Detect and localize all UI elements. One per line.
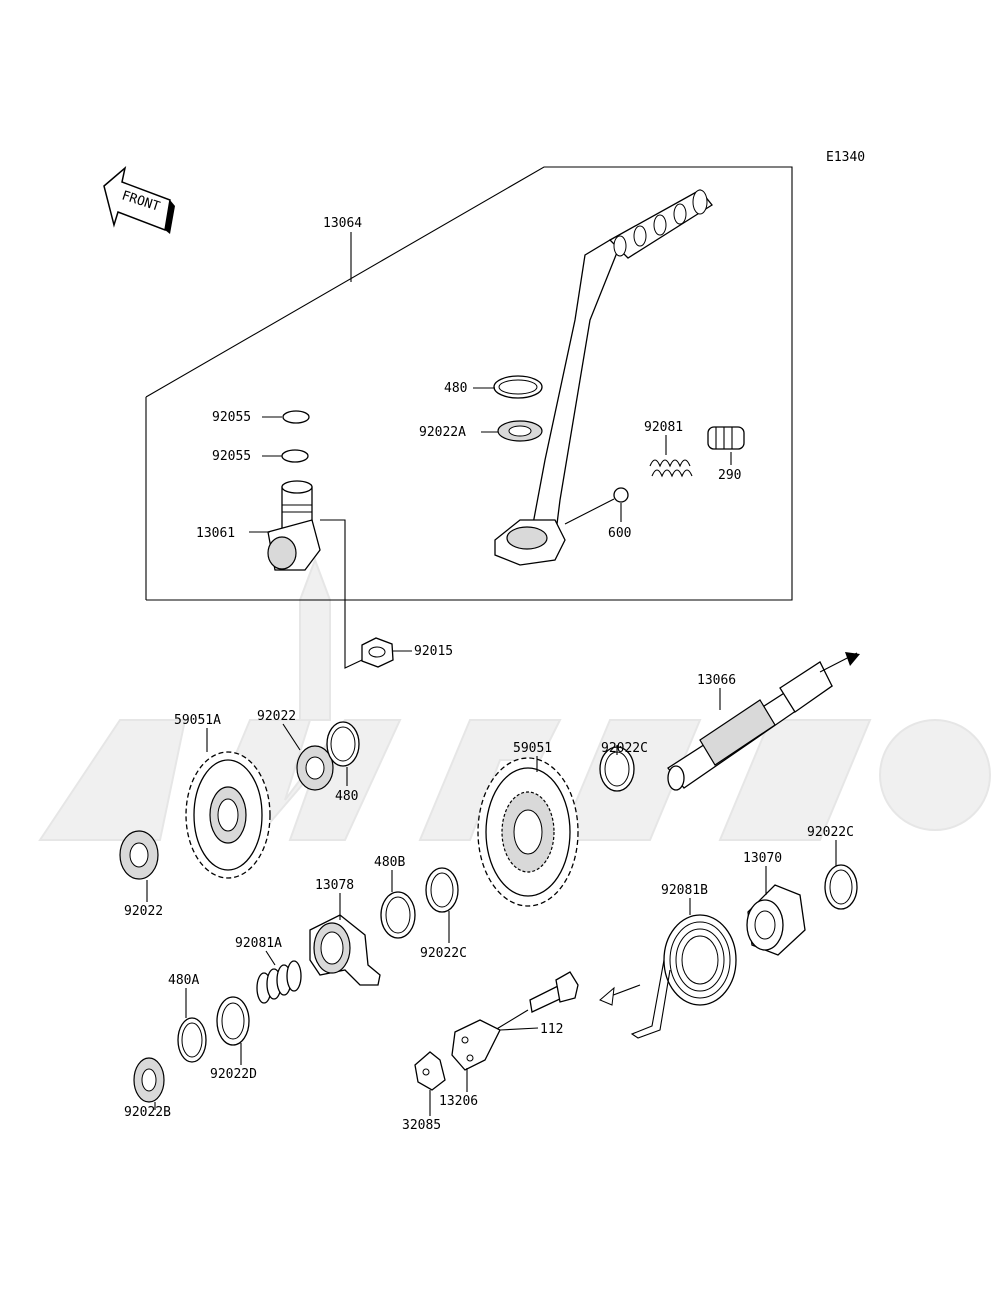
label-13206: 13206 [439,1094,478,1109]
label-92055-a: 92055 [212,410,251,425]
label-92022c-a: 92022C [601,741,648,756]
label-92081b: 92081B [661,883,708,898]
label-92022-top: 92022 [257,709,296,724]
label-480-top: 480 [444,381,467,396]
label-600: 600 [608,526,631,541]
gear-59051a-part [185,751,271,879]
label-59051: 59051 [513,741,552,756]
kick-pedal-part [494,189,713,566]
label-32085: 32085 [402,1118,441,1133]
label-92022-low: 92022 [124,904,163,919]
label-92081a: 92081A [235,936,282,951]
part-labels: 13064 480 92022A 92055 92055 92081 290 1… [124,216,854,1133]
label-92015: 92015 [414,644,453,659]
o-ring-92055-b [281,449,309,463]
boss-13061-part [267,480,321,571]
label-13061: 13061 [196,526,235,541]
leader-lines [146,232,837,1116]
label-13078: 13078 [315,878,354,893]
label-92055-b: 92055 [212,449,251,464]
label-92022d: 92022D [210,1067,257,1082]
o-ring-92055-a [282,410,310,424]
shaft-13066-part [667,652,860,791]
diagram-code: E1340 [826,150,865,165]
spring-92081-part [649,459,693,478]
spring-92081b-part [599,914,737,1039]
ratchet-13078-part [309,914,381,986]
ball-600-part [613,487,629,503]
front-arrow-icon: FRONT [103,165,175,234]
label-92022a: 92022A [419,425,466,440]
spring-92081a-part [256,960,302,1004]
bolt-112-part [529,971,579,1013]
label-290: 290 [718,468,741,483]
label-13064: 13064 [323,216,362,231]
gear-59051-part [477,757,579,907]
plunger-290-part [707,426,745,450]
label-92022c-b: 92022C [807,825,854,840]
label-92081: 92081 [644,420,683,435]
nut-92015-part [361,637,394,668]
guide-32085-part [414,1051,446,1091]
assembly-frame [145,166,793,601]
label-92022c-c: 92022C [420,946,467,961]
label-13070: 13070 [743,851,782,866]
label-13066: 13066 [697,673,736,688]
label-480b: 480B [374,855,405,870]
label-92022b: 92022B [124,1105,171,1120]
label-112: 112 [540,1022,563,1037]
label-480a: 480A [168,973,199,988]
label-59051a: 59051A [174,713,221,728]
plate-13206-part [451,1019,501,1071]
collar-13070-part [746,884,806,956]
label-480-mid: 480 [335,789,358,804]
